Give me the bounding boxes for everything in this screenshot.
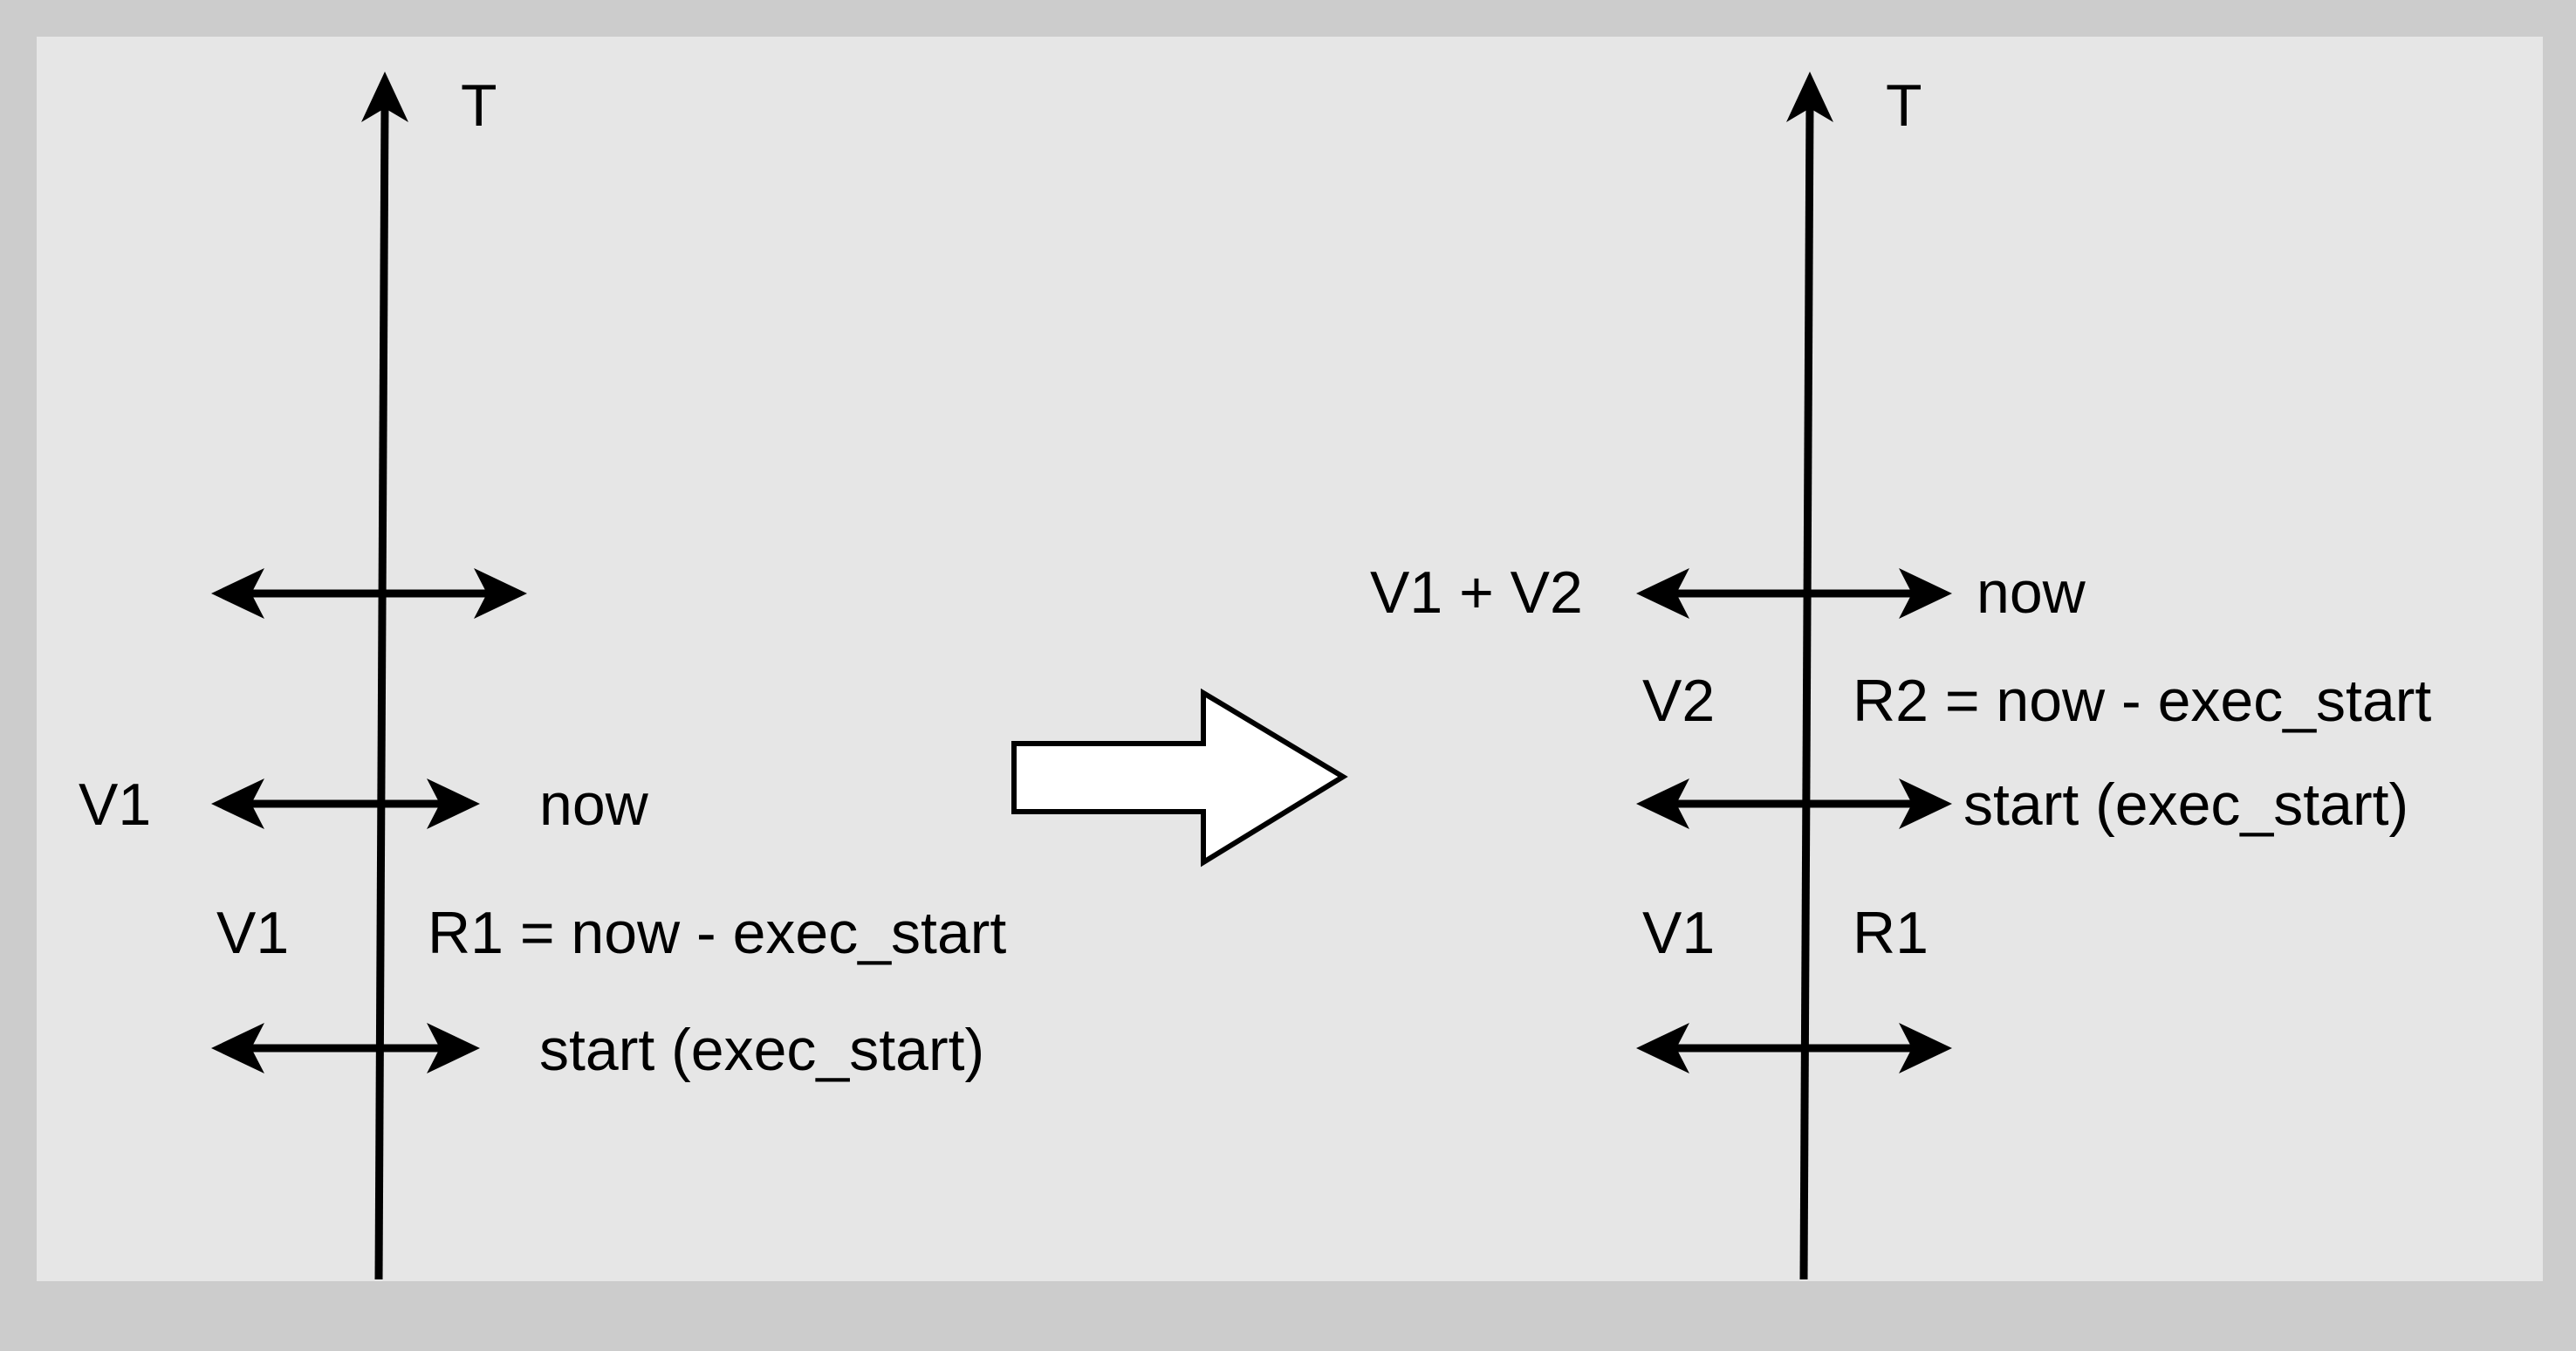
left-tick-now: [211, 778, 480, 829]
double-arrow-left-head-icon: [1636, 1023, 1689, 1073]
double-arrow-left-head-icon: [1636, 778, 1689, 829]
right-now-version-label: V1 + V2: [1370, 559, 1583, 626]
double-arrow-right-head-icon: [427, 1023, 480, 1073]
right-segment-1-duration-label: R1: [1853, 900, 1929, 966]
left-tick-upper: [211, 568, 527, 619]
right-start-label: start (exec_start): [1963, 772, 2408, 838]
left-segment-duration-label: R1 = now - exec_start: [428, 900, 1006, 966]
right-segment-1-version-label: V1: [1642, 900, 1715, 966]
double-arrow-left-head-icon: [211, 778, 264, 829]
right-timeline: [1636, 72, 1952, 1280]
double-arrow-right-head-icon: [1899, 568, 1952, 619]
double-arrow-left-head-icon: [211, 568, 264, 619]
left-segment-version-label: V1: [216, 900, 289, 966]
left-axis-label: T: [461, 72, 497, 139]
left-axis-arrowhead-icon: [361, 72, 408, 122]
right-segment-2-duration-label: R2 = now - exec_start: [1853, 668, 2431, 734]
right-segment-2-version-label: V2: [1642, 668, 1715, 734]
right-now-label: now: [1977, 559, 2086, 626]
double-arrow-right-head-icon: [1899, 1023, 1952, 1073]
right-block-arrow-icon: [1011, 688, 1348, 868]
double-arrow-right-head-icon: [474, 568, 527, 619]
double-arrow-left-head-icon: [211, 1023, 264, 1073]
right-axis-label: T: [1886, 72, 1922, 139]
left-time-axis: [374, 104, 389, 1280]
left-start-label: start (exec_start): [539, 1017, 984, 1083]
right-tick-now: [1636, 568, 1952, 619]
right-tick-start: [1636, 778, 1952, 829]
right-axis-arrowhead-icon: [1786, 72, 1833, 122]
double-arrow-left-head-icon: [1636, 568, 1689, 619]
left-tick-start: [211, 1023, 480, 1073]
left-now-label: now: [539, 772, 649, 838]
left-now-version-label: V1: [79, 772, 151, 838]
double-arrow-right-head-icon: [427, 778, 480, 829]
right-time-axis: [1799, 104, 1814, 1280]
left-timeline: [211, 72, 527, 1280]
diagram-canvas: [37, 37, 2543, 1281]
double-arrow-right-head-icon: [1899, 778, 1952, 829]
right-tick-lower: [1636, 1023, 1952, 1073]
